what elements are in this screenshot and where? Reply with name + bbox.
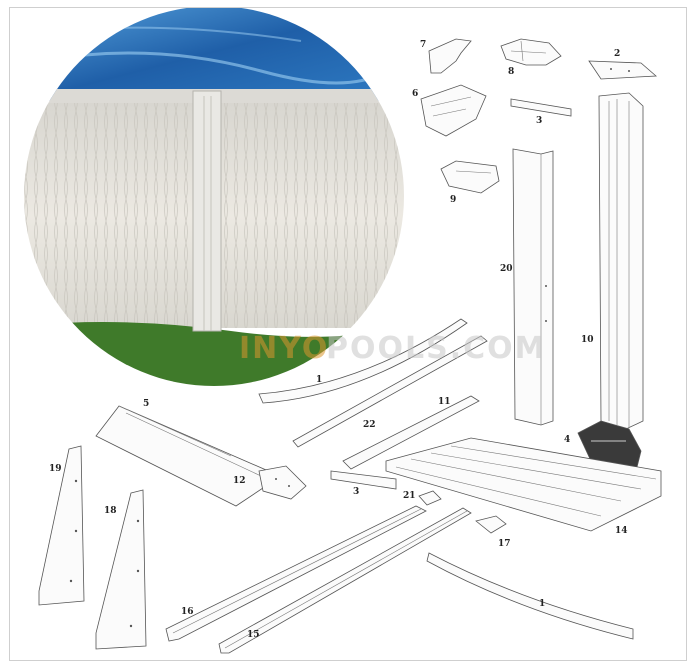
part-15-track: 15 [218,507,472,654]
parts-diagram-frame: 7 8 2 6 3 9 20 10 [9,7,687,661]
svg-text:9: 9 [450,195,456,205]
svg-text:16: 16 [181,607,194,617]
svg-text:1: 1 [539,599,545,609]
svg-text:3: 3 [353,487,359,497]
svg-text:17: 17 [498,539,511,549]
part-12-plate: 12 [233,465,307,500]
watermark-brand-pools: POOLS.COM [326,331,547,366]
svg-text:15: 15 [247,630,260,640]
part-2-plate: 2 [588,49,658,80]
part-7-cap: 7 [420,38,472,74]
svg-text:7: 7 [420,40,426,50]
svg-text:2: 2 [614,49,620,59]
svg-text:14: 14 [615,526,628,536]
svg-text:22: 22 [363,420,376,430]
svg-text:8: 8 [508,67,514,77]
svg-text:3: 3 [536,116,542,126]
svg-text:12: 12 [233,476,246,486]
part-20-upright: 20 [500,148,554,426]
part-10-upright: 10 [581,92,644,430]
svg-text:11: 11 [438,397,451,407]
part-9-connector: 9 [440,160,500,205]
part-3-bracket-top: 3 [510,98,572,126]
svg-text:10: 10 [581,335,594,345]
part-16-track: 16 [165,505,427,642]
svg-text:4: 4 [564,435,570,445]
part-22-rail: 22 [292,335,488,448]
part-17-clip: 17 [475,515,511,549]
svg-text:6: 6 [412,89,418,99]
part-8-connector: 8 [500,38,562,77]
svg-text:21: 21 [403,491,416,501]
part-21-block: 21 [403,490,442,506]
part-1-top-rail: 1 [258,318,468,404]
part-14-plate: 14 [385,437,662,536]
part-18-brace: 18 [95,489,147,650]
part-11-strap: 11 [342,395,480,470]
part-6-cap: 6 [412,84,487,137]
watermark: INYO POOLS.COM [239,331,547,366]
svg-text:20: 20 [500,264,513,274]
watermark-brand-inyo: INYO [239,331,329,366]
upright-post [192,90,222,332]
pool-water [24,8,404,101]
part-19-brace: 19 [38,445,85,606]
parts-diagram: 7 8 2 6 3 9 20 10 [24,8,662,654]
part-5-cover: 5 [95,399,274,507]
svg-text:1: 1 [316,375,322,385]
part-1-bottom-rail: 1 [426,552,634,640]
part-3-bracket-bottom: 3 [330,470,397,497]
svg-text:18: 18 [104,506,117,516]
svg-text:19: 19 [49,464,62,474]
svg-text:5: 5 [143,399,149,409]
